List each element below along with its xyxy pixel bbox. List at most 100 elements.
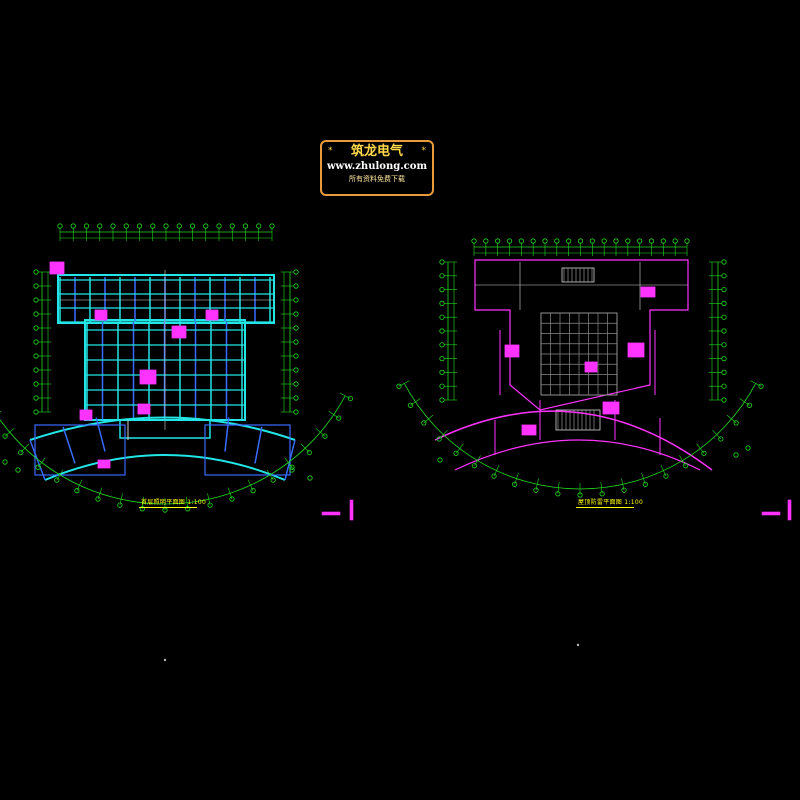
axis-bubble (293, 353, 299, 359)
axis-bubble (33, 381, 39, 387)
dimension-arc (0, 395, 346, 505)
axis-bubble (439, 342, 445, 348)
axis-bubble (2, 433, 8, 439)
axis-bubble (33, 409, 39, 415)
origin-mark (576, 643, 580, 647)
axis-bubble (33, 395, 39, 401)
axis-bubble (439, 369, 445, 375)
axis-bubble (642, 481, 648, 487)
axis-bubble (530, 238, 536, 244)
axis-bubble (436, 436, 442, 442)
axis-bubble (439, 273, 445, 279)
axis-bubble (293, 269, 299, 275)
axis-bubble (718, 436, 724, 442)
axis-bubble (270, 477, 276, 483)
axis-bubble (189, 223, 196, 229)
axis-bubble (491, 473, 497, 479)
axis-bubble (33, 269, 39, 275)
axis-bubble (648, 238, 655, 244)
axis-bubble (721, 273, 727, 279)
axis-bubble (57, 223, 63, 229)
axis-bubble (745, 445, 751, 451)
equipment-tag (640, 286, 656, 298)
wing-beam (254, 426, 263, 464)
axis-bubble (589, 238, 595, 244)
axis-bubble (216, 223, 222, 229)
axis-bubble (33, 297, 39, 303)
axis-bubble (123, 223, 129, 229)
equipment-tag (137, 403, 151, 415)
axis-bubble (33, 283, 39, 289)
axis-bubble (439, 314, 445, 320)
axis-bubble (672, 238, 678, 244)
logo-star-right: * (421, 146, 427, 156)
equipment-tag (205, 309, 219, 321)
axis-bubble (682, 463, 689, 469)
axis-bubble (439, 355, 445, 362)
axis-bubble (293, 367, 299, 373)
axis-bubble (506, 238, 513, 244)
title-note (349, 499, 354, 521)
title-note (761, 511, 781, 516)
equipment-tag (94, 309, 108, 321)
axis-bubble (242, 223, 249, 229)
axis-bubble (554, 238, 560, 244)
axis-bubble (533, 487, 539, 493)
axis-bubble (733, 420, 739, 426)
axis-bubble (95, 496, 101, 502)
axis-bubble (613, 238, 619, 244)
dimension-tick (0, 411, 2, 413)
axis-bubble (439, 286, 445, 293)
equipment-tag (584, 361, 598, 373)
axis-bubble (625, 238, 631, 244)
stair-block (561, 267, 595, 283)
axis-bubble (250, 488, 256, 494)
axis-bubble (293, 297, 299, 303)
axis-bubble (306, 449, 312, 456)
axis-bubble (660, 238, 666, 244)
axis-bubble (269, 223, 275, 229)
axis-bubble (293, 325, 299, 331)
right-plan-caption: 屋顶防雷平面图 1:100 (578, 499, 644, 506)
axis-bubble (74, 488, 80, 494)
wing-beam (29, 439, 46, 481)
axis-bubble (33, 325, 39, 331)
roof-edge (499, 330, 656, 395)
axis-bubble (293, 395, 299, 401)
logo-url: www.zhulong.com (326, 161, 428, 172)
axis-bubble (621, 487, 627, 493)
equipment-tag (504, 344, 520, 358)
curved-wing-inner (44, 454, 286, 481)
axis-bubble (421, 420, 427, 426)
right-floor-plan (396, 238, 792, 647)
left-wing-frame (34, 424, 126, 476)
axis-bubble (746, 402, 753, 408)
axis-bubble (437, 457, 443, 463)
axis-bubble (721, 286, 727, 293)
wing-beam (95, 417, 106, 452)
equipment-tag (521, 424, 537, 436)
right-caption-underline (576, 507, 634, 508)
axis-bubble (637, 238, 643, 244)
axis-bubble (495, 238, 501, 244)
curved-roof-outer (434, 410, 713, 471)
logo-title: 筑龙电气 (350, 144, 403, 159)
axis-bubble (70, 223, 76, 229)
axis-bubble (293, 283, 299, 289)
axis-bubble (721, 369, 727, 375)
axis-bubble (293, 339, 299, 345)
axis-bubble (701, 450, 707, 456)
logo-star-left: * (328, 146, 333, 156)
axis-bubble (439, 259, 445, 265)
axis-bubble (117, 502, 123, 508)
axis-bubble (229, 223, 235, 229)
axis-bubble (577, 238, 584, 244)
axis-bubble (2, 459, 8, 465)
axis-bubble (721, 300, 727, 306)
axis-bubble (322, 433, 328, 439)
equipment-tag (49, 261, 65, 275)
axis-bubble (289, 464, 295, 470)
axis-bubble (33, 367, 39, 373)
title-note (787, 499, 792, 521)
axis-bubble (229, 496, 235, 502)
